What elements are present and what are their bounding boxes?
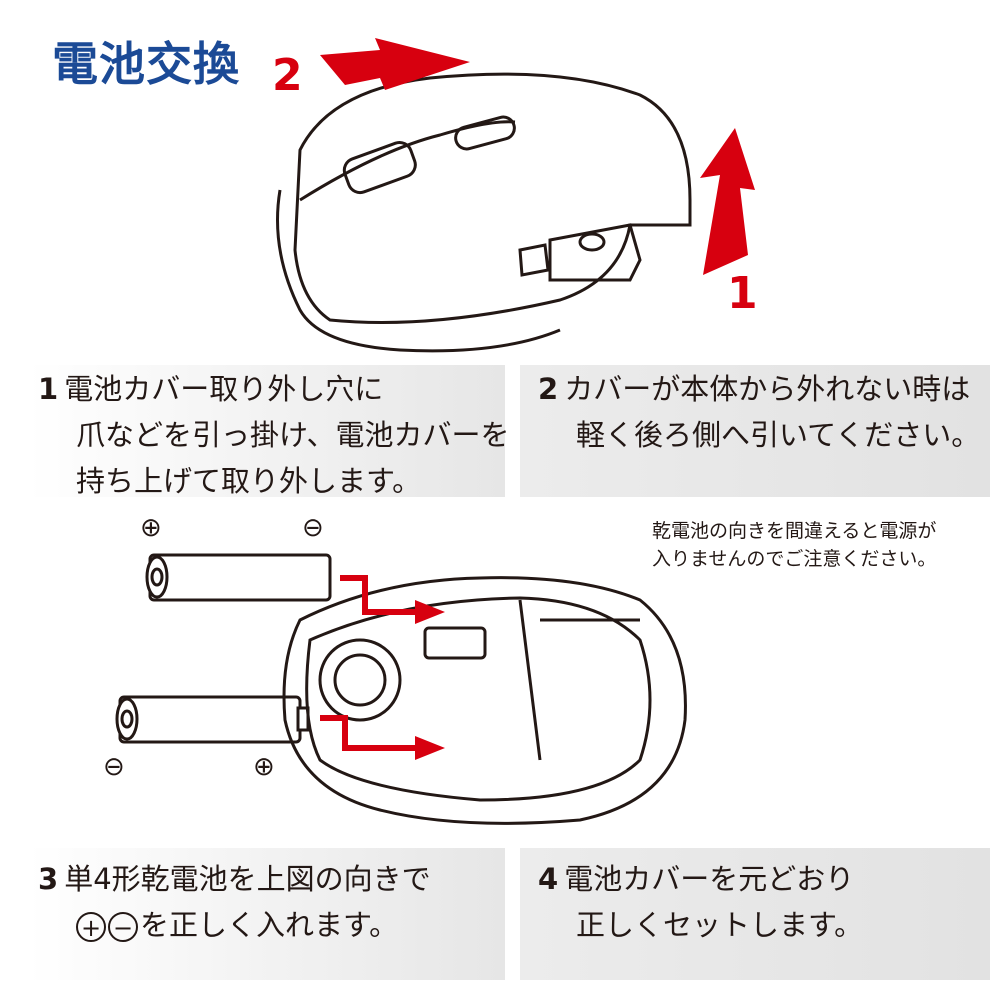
step-number: 4 (538, 862, 559, 896)
insert-arrows (320, 575, 420, 751)
step-line: 軽く後ろ側へ引いてください。 (576, 418, 981, 452)
mouse-body (293, 72, 692, 324)
arrows-red (320, 38, 755, 275)
step-line: カバーが本体から外れない時は (564, 372, 971, 406)
step-4-box (520, 848, 990, 980)
minus-symbol: ⊖ (103, 752, 125, 782)
arrow-1-label: 1 (727, 268, 758, 319)
step-line: を正しく入れます。 (140, 908, 399, 942)
step-number: 3 (38, 862, 59, 896)
plus-symbol: ⊕ (253, 752, 275, 782)
scroll-wheel (342, 140, 417, 195)
step-number: 2 (538, 372, 559, 406)
step-2-box (520, 365, 990, 497)
step-line: 電池カバーを元どおり (564, 862, 855, 896)
arrow-1 (700, 128, 755, 275)
arrow-2 (320, 38, 470, 90)
step-3-box (28, 848, 505, 980)
plus-symbol: ⊕ (140, 513, 162, 543)
polarity-warning: 乾電池の向きを間違えると電源が 入りませんのでご注意ください。 (652, 517, 936, 573)
page-title: 電池交換 (52, 37, 240, 91)
step-line: 単4形乾電池を上図の向きで (64, 862, 431, 896)
mouse-open-body (282, 576, 687, 825)
step-line: 持ち上げて取り外します。 (76, 464, 422, 498)
plus-circle-icon: + (76, 912, 106, 942)
note-line: 入りませんのでご注意ください。 (652, 548, 937, 570)
minus-symbol: ⊖ (302, 513, 324, 543)
step-number: 1 (38, 372, 59, 406)
minus-circle-icon: − (108, 912, 138, 942)
step-1-box (28, 365, 505, 497)
step-line: 爪などを引っ掛け、電池カバーを (76, 418, 510, 452)
battery-bottom (115, 695, 310, 744)
step-line: 正しくセットします。 (576, 908, 864, 942)
step-line: 電池カバー取り外し穴に (64, 372, 384, 406)
note-line: 乾電池の向きを間違えると電源が (652, 520, 937, 542)
battery-top (145, 553, 332, 602)
arrow-2-label: 2 (272, 50, 303, 101)
